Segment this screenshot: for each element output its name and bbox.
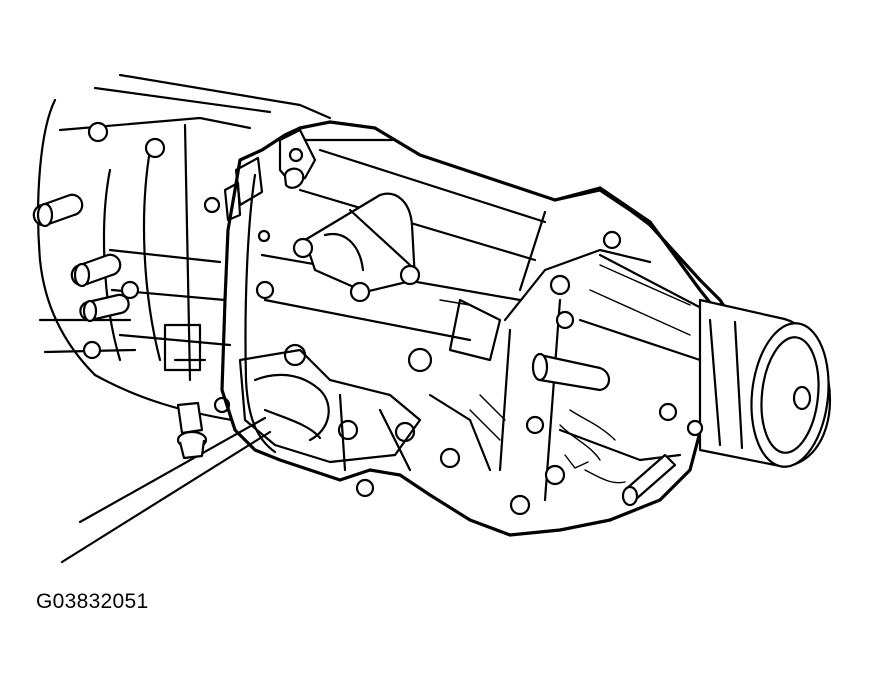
valve-body-detail (238, 298, 626, 484)
vent-tube (621, 402, 704, 507)
mounting-ear (223, 128, 317, 222)
bell-housing-bolts (32, 121, 231, 414)
case-bolts (255, 229, 622, 516)
support-lines (38, 318, 272, 564)
hatching (439, 264, 691, 441)
sensor-boss (531, 352, 611, 392)
output-flange (698, 298, 832, 468)
fluid-fitting (176, 401, 208, 460)
figure-id-label: G03832051 (36, 590, 149, 613)
bell-housing (37, 73, 332, 422)
solenoid-housing (292, 192, 417, 303)
